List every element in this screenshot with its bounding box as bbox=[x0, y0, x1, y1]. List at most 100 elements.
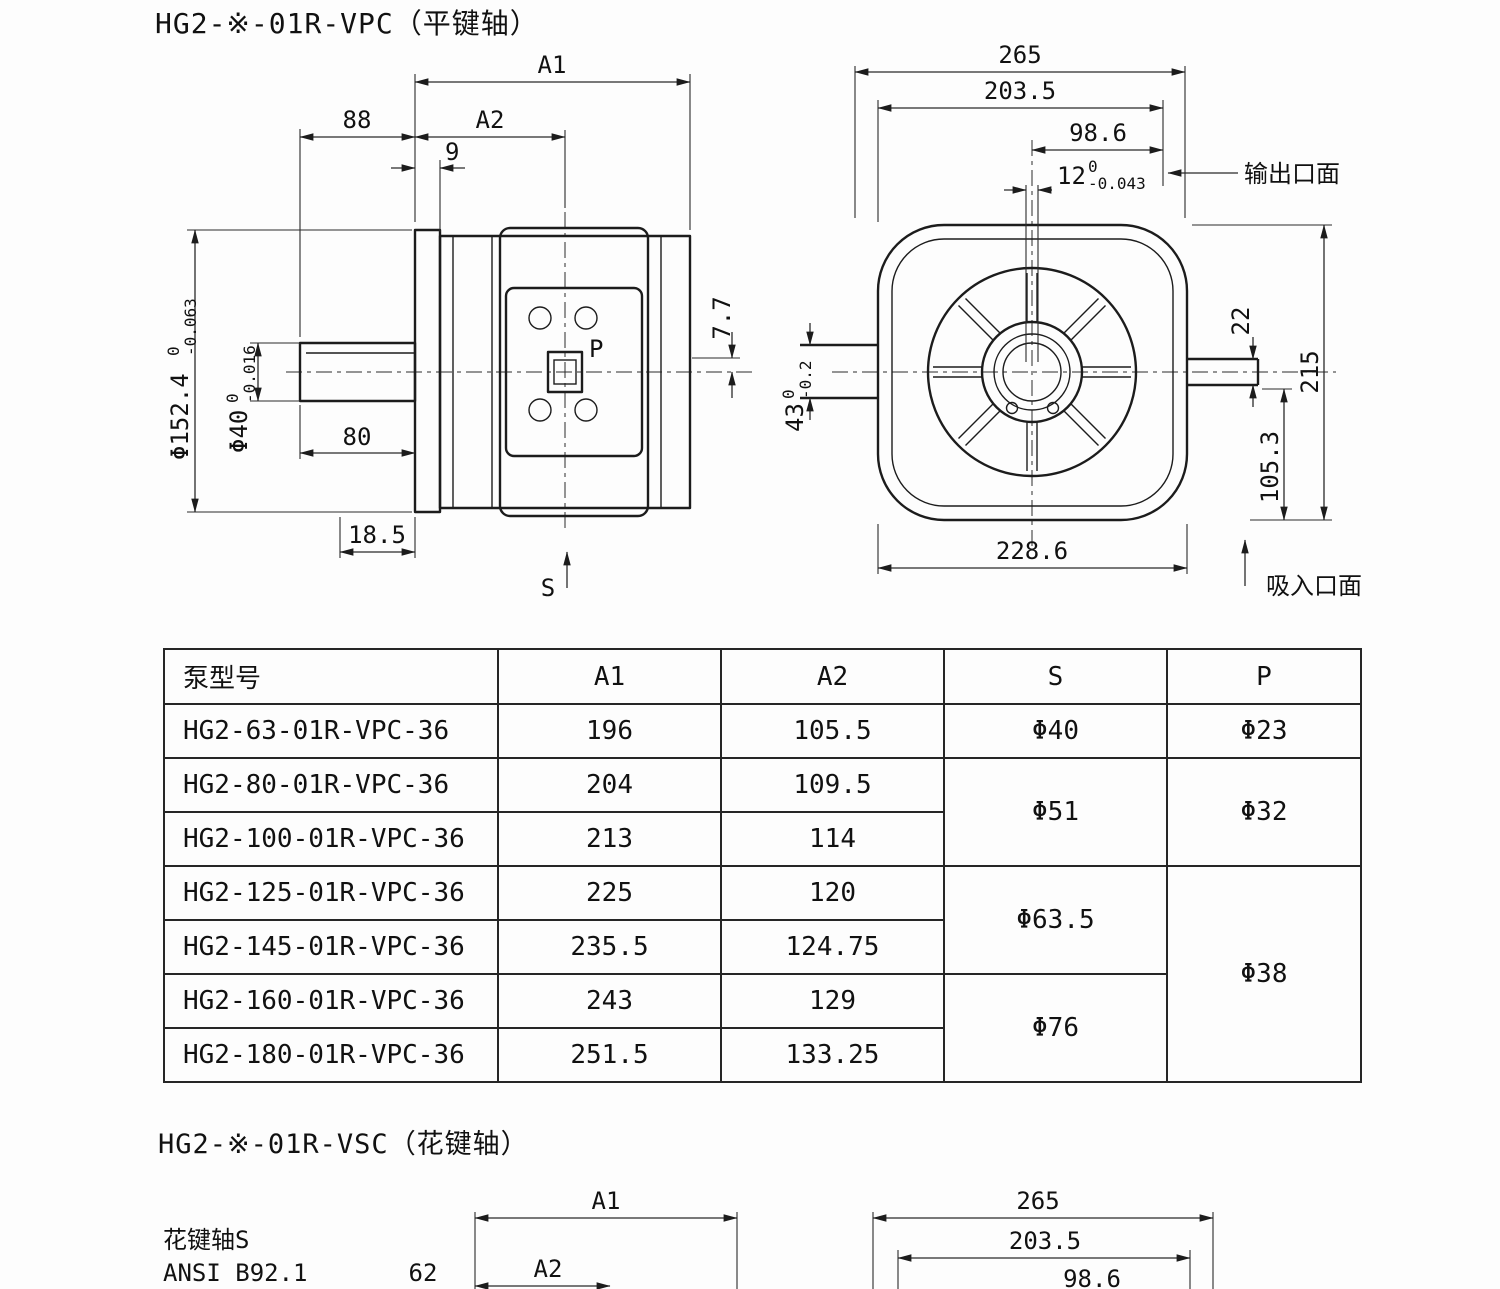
a2-cell: 105.5 bbox=[720, 703, 945, 759]
a1-cell: 204 bbox=[497, 757, 722, 813]
side-view-centerlines bbox=[286, 212, 752, 532]
side-view-drawing: A1 88 A2 9 Φ152.4 0 -0.063 bbox=[164, 51, 752, 602]
dim-98-6-spline: 98.6 bbox=[1063, 1265, 1121, 1289]
mounting-flange bbox=[413, 228, 442, 514]
p-cell: Φ23 bbox=[1166, 703, 1362, 759]
pump-side-body bbox=[298, 226, 692, 518]
dim-88: 88 bbox=[343, 106, 372, 134]
label-s-port: S bbox=[541, 574, 555, 602]
svg-text:7.7: 7.7 bbox=[708, 296, 736, 339]
table-row: HG2-180-01R-VPC-36 251.5 133.25 bbox=[163, 1027, 1361, 1083]
label-spline-shaft: 花键轴S bbox=[163, 1226, 249, 1254]
dim-18-5: 18.5 bbox=[348, 521, 406, 549]
dim-12-tol-top: 0 bbox=[1088, 157, 1098, 176]
dim-phi40-label: Φ40 0 -0.016 bbox=[223, 345, 259, 453]
svg-text:22: 22 bbox=[1227, 307, 1255, 336]
rotor-housing-circle bbox=[926, 266, 1138, 478]
table-row: HG2-125-01R-VPC-36 225 120 Φ63.5 Φ38 bbox=[163, 865, 1362, 1083]
section2-title: HG2-※-01R-VSC（花键轴） bbox=[158, 1129, 529, 1160]
dim-phi152-tol-bot: -0.063 bbox=[181, 298, 200, 356]
a2-cell: 129 bbox=[720, 973, 945, 1029]
bolt-hole bbox=[528, 398, 552, 422]
spline-shaft-drawing: 花键轴S ANSI B92.1 62 A1 A2 265 203.5 98.6 bbox=[163, 1187, 1214, 1289]
dim-7-7-label: 7.7 bbox=[708, 296, 736, 339]
bolt-hole bbox=[528, 306, 552, 330]
header-a1: A1 bbox=[497, 648, 722, 705]
label-ansi-standard: ANSI B92.1 bbox=[163, 1259, 308, 1287]
s-cell: Φ63.5 bbox=[943, 865, 1168, 975]
dim-12: 12 bbox=[1057, 162, 1086, 190]
section1-title: HG2-※-01R-VPC（平键轴） bbox=[155, 7, 539, 40]
model-cell: HG2-125-01R-VPC-36 bbox=[163, 865, 499, 921]
a1-cell: 243 bbox=[497, 973, 722, 1029]
header-s: S bbox=[943, 648, 1168, 705]
header-p: P bbox=[1166, 648, 1362, 705]
model-cell: HG2-145-01R-VPC-36 bbox=[163, 919, 499, 975]
a1-cell: 196 bbox=[497, 703, 722, 759]
model-cell: HG2-63-01R-VPC-36 bbox=[163, 703, 499, 759]
front-view-dimensions: 265 203.5 98.6 12 0 -0.043 输出口面 22 bbox=[780, 41, 1362, 600]
gear-housing bbox=[498, 226, 650, 518]
model-cell: HG2-100-01R-VPC-36 bbox=[163, 811, 499, 867]
model-cell: HG2-160-01R-VPC-36 bbox=[163, 973, 499, 1029]
a2-cell: 120 bbox=[720, 865, 945, 921]
p-cell: Φ32 bbox=[1166, 757, 1362, 867]
s-cell: Φ51 bbox=[943, 757, 1168, 867]
a2-cell: 109.5 bbox=[720, 757, 945, 813]
table-row: HG2-160-01R-VPC-36 243 129 Φ76 bbox=[163, 973, 1361, 1083]
dim-phi40-tol-top: 0 bbox=[223, 393, 242, 403]
a2-cell: 124.75 bbox=[720, 919, 945, 975]
label-p-port: P bbox=[589, 335, 603, 363]
dim-a2-spline: A2 bbox=[534, 1255, 563, 1283]
dim-phi40-main: Φ40 bbox=[225, 410, 253, 453]
pump-housing bbox=[438, 234, 692, 510]
svg-text:43: 43 bbox=[781, 403, 809, 432]
dim-22-label: 22 bbox=[1227, 307, 1255, 336]
bolt-hole bbox=[574, 306, 598, 330]
dim-203-5-spline: 203.5 bbox=[1009, 1227, 1081, 1255]
label-suction-face: 吸入口面 bbox=[1266, 572, 1362, 600]
a2-cell: 133.25 bbox=[720, 1027, 945, 1083]
header-a2: A2 bbox=[720, 648, 945, 705]
dim-43-tol-bot: -0.2 bbox=[796, 360, 815, 399]
table-row: HG2-80-01R-VPC-36 204 109.5 Φ51 Φ32 bbox=[163, 757, 1362, 867]
a1-cell: 251.5 bbox=[497, 1027, 722, 1083]
pump-front-body bbox=[800, 185, 1260, 522]
dim-a1-spline: A1 bbox=[592, 1187, 621, 1215]
dim-43-label: 43 0 -0.2 bbox=[780, 360, 815, 432]
dim-12-tol-bot: -0.043 bbox=[1088, 174, 1146, 193]
bolt-hole bbox=[574, 398, 598, 422]
svg-text:215: 215 bbox=[1296, 350, 1324, 393]
dim-228-6: 228.6 bbox=[996, 537, 1068, 565]
dim-105-3-label: 105.3 bbox=[1256, 431, 1284, 503]
label-output-face: 输出口面 bbox=[1244, 160, 1340, 188]
table-row: HG2-145-01R-VPC-36 235.5 124.75 bbox=[163, 919, 1361, 975]
a1-cell: 213 bbox=[497, 811, 722, 867]
table-header-row: 泵型号 A1 A2 S P bbox=[163, 648, 1362, 705]
dimension-table-wrap: 泵型号 A1 A2 S P HG2-63-01R-VPC-36 196 105.… bbox=[163, 648, 1362, 1083]
dim-62: 62 bbox=[409, 1259, 438, 1287]
dim-215-label: 215 bbox=[1296, 350, 1324, 393]
dim-43-tol-top: 0 bbox=[780, 389, 798, 399]
svg-text:105.3: 105.3 bbox=[1256, 431, 1284, 503]
rib-spokes bbox=[933, 273, 1131, 471]
dim-80: 80 bbox=[343, 423, 372, 451]
dim-phi152-tol-top: 0 bbox=[164, 346, 183, 356]
dim-phi152-main: Φ152.4 bbox=[166, 373, 194, 460]
model-cell: HG2-180-01R-VPC-36 bbox=[163, 1027, 499, 1083]
table-row: HG2-63-01R-VPC-36 196 105.5 Φ40 Φ23 bbox=[163, 703, 1362, 759]
dim-98-6: 98.6 bbox=[1069, 119, 1127, 147]
pressure-port bbox=[546, 350, 584, 394]
dim-phi40-tol-bot: -0.016 bbox=[240, 345, 259, 403]
front-view-centerlines bbox=[832, 140, 1336, 550]
body-outline bbox=[876, 223, 1189, 522]
header-model: 泵型号 bbox=[163, 648, 499, 705]
dim-9: 9 bbox=[445, 138, 459, 166]
a1-cell: 235.5 bbox=[497, 919, 722, 975]
dim-203-5: 203.5 bbox=[984, 77, 1056, 105]
dimension-table: 泵型号 A1 A2 S P HG2-63-01R-VPC-36 196 105.… bbox=[163, 648, 1362, 1083]
shaft-hub bbox=[980, 320, 1084, 424]
side-view-dimensions: A1 88 A2 9 Φ152.4 0 -0.063 bbox=[164, 51, 740, 602]
table-row: HG2-100-01R-VPC-36 213 114 bbox=[163, 811, 1361, 867]
